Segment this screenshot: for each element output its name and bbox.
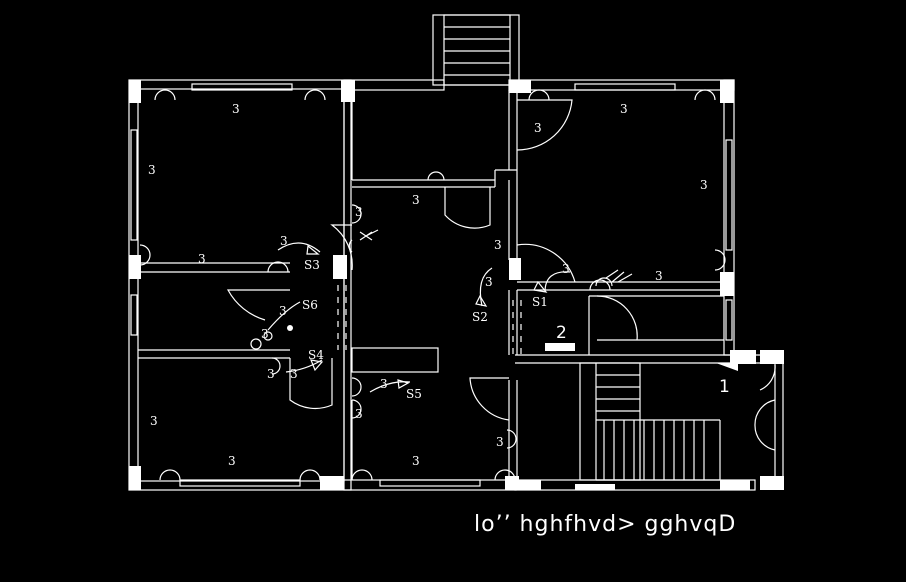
marker-2: 2 (556, 323, 567, 343)
circuit-label: 3 (412, 454, 420, 468)
entrance-steps (432, 14, 520, 86)
windows (130, 83, 733, 487)
circuit-label: 3 (267, 367, 275, 381)
switch-labels: S1 S2 S3 S4 S5 S6 (302, 258, 548, 401)
interior-walls (138, 89, 724, 480)
wall-columns (129, 80, 784, 490)
circuit-label: 3 (280, 234, 288, 248)
circuit-label: 3 (412, 193, 420, 207)
switch-label-s5: S5 (406, 387, 422, 401)
circuit-label: 3 (655, 269, 663, 283)
circuit-label: 3 (279, 304, 287, 318)
circuit-label: 3 (562, 262, 570, 276)
marker-labels: 2 1 (556, 323, 730, 397)
drawing-caption: lo’’ hghfhvd> gghvqD (474, 512, 737, 537)
switch-label-s6: S6 (302, 298, 318, 312)
circuit-label: 3 (290, 367, 298, 381)
circuit-label: 3 (494, 238, 502, 252)
circuit-label: 3 (620, 102, 628, 116)
circuit-label: 3 (232, 102, 240, 116)
circuit-label: 3 (148, 163, 156, 177)
switch-label-s4: S4 (308, 348, 324, 362)
doors (226, 99, 776, 451)
circuit-label: 3 (198, 252, 206, 266)
circuit-label: 3 (228, 454, 236, 468)
staircase (579, 362, 721, 481)
circuit-label: 3 (150, 414, 158, 428)
switch-label-s1: S1 (532, 295, 548, 309)
circuit-label: 3 (485, 275, 493, 289)
circuit-label: 3 (534, 121, 542, 135)
outer-walls (128, 79, 784, 491)
circuit-label: 3 (355, 205, 363, 219)
switch-label-s3: S3 (304, 258, 320, 272)
circuit-label: 3 (355, 407, 363, 421)
fan-icons (348, 229, 633, 287)
opening-dashes (337, 285, 522, 355)
light-fixtures (139, 89, 726, 481)
circuit-labels: 3 3 3 3 3 3 3 3 3 3 3 3 3 3 3 3 3 3 3 3 … (148, 102, 708, 468)
switch-label-s2: S2 (472, 310, 488, 324)
circuit-label: 3 (496, 435, 504, 449)
circuit-label: 3 (700, 178, 708, 192)
circuit-label: 3 (380, 377, 388, 391)
marker-1: 1 (719, 377, 730, 397)
wiring-runs (267, 242, 571, 393)
circuit-label: 3 (261, 327, 269, 341)
